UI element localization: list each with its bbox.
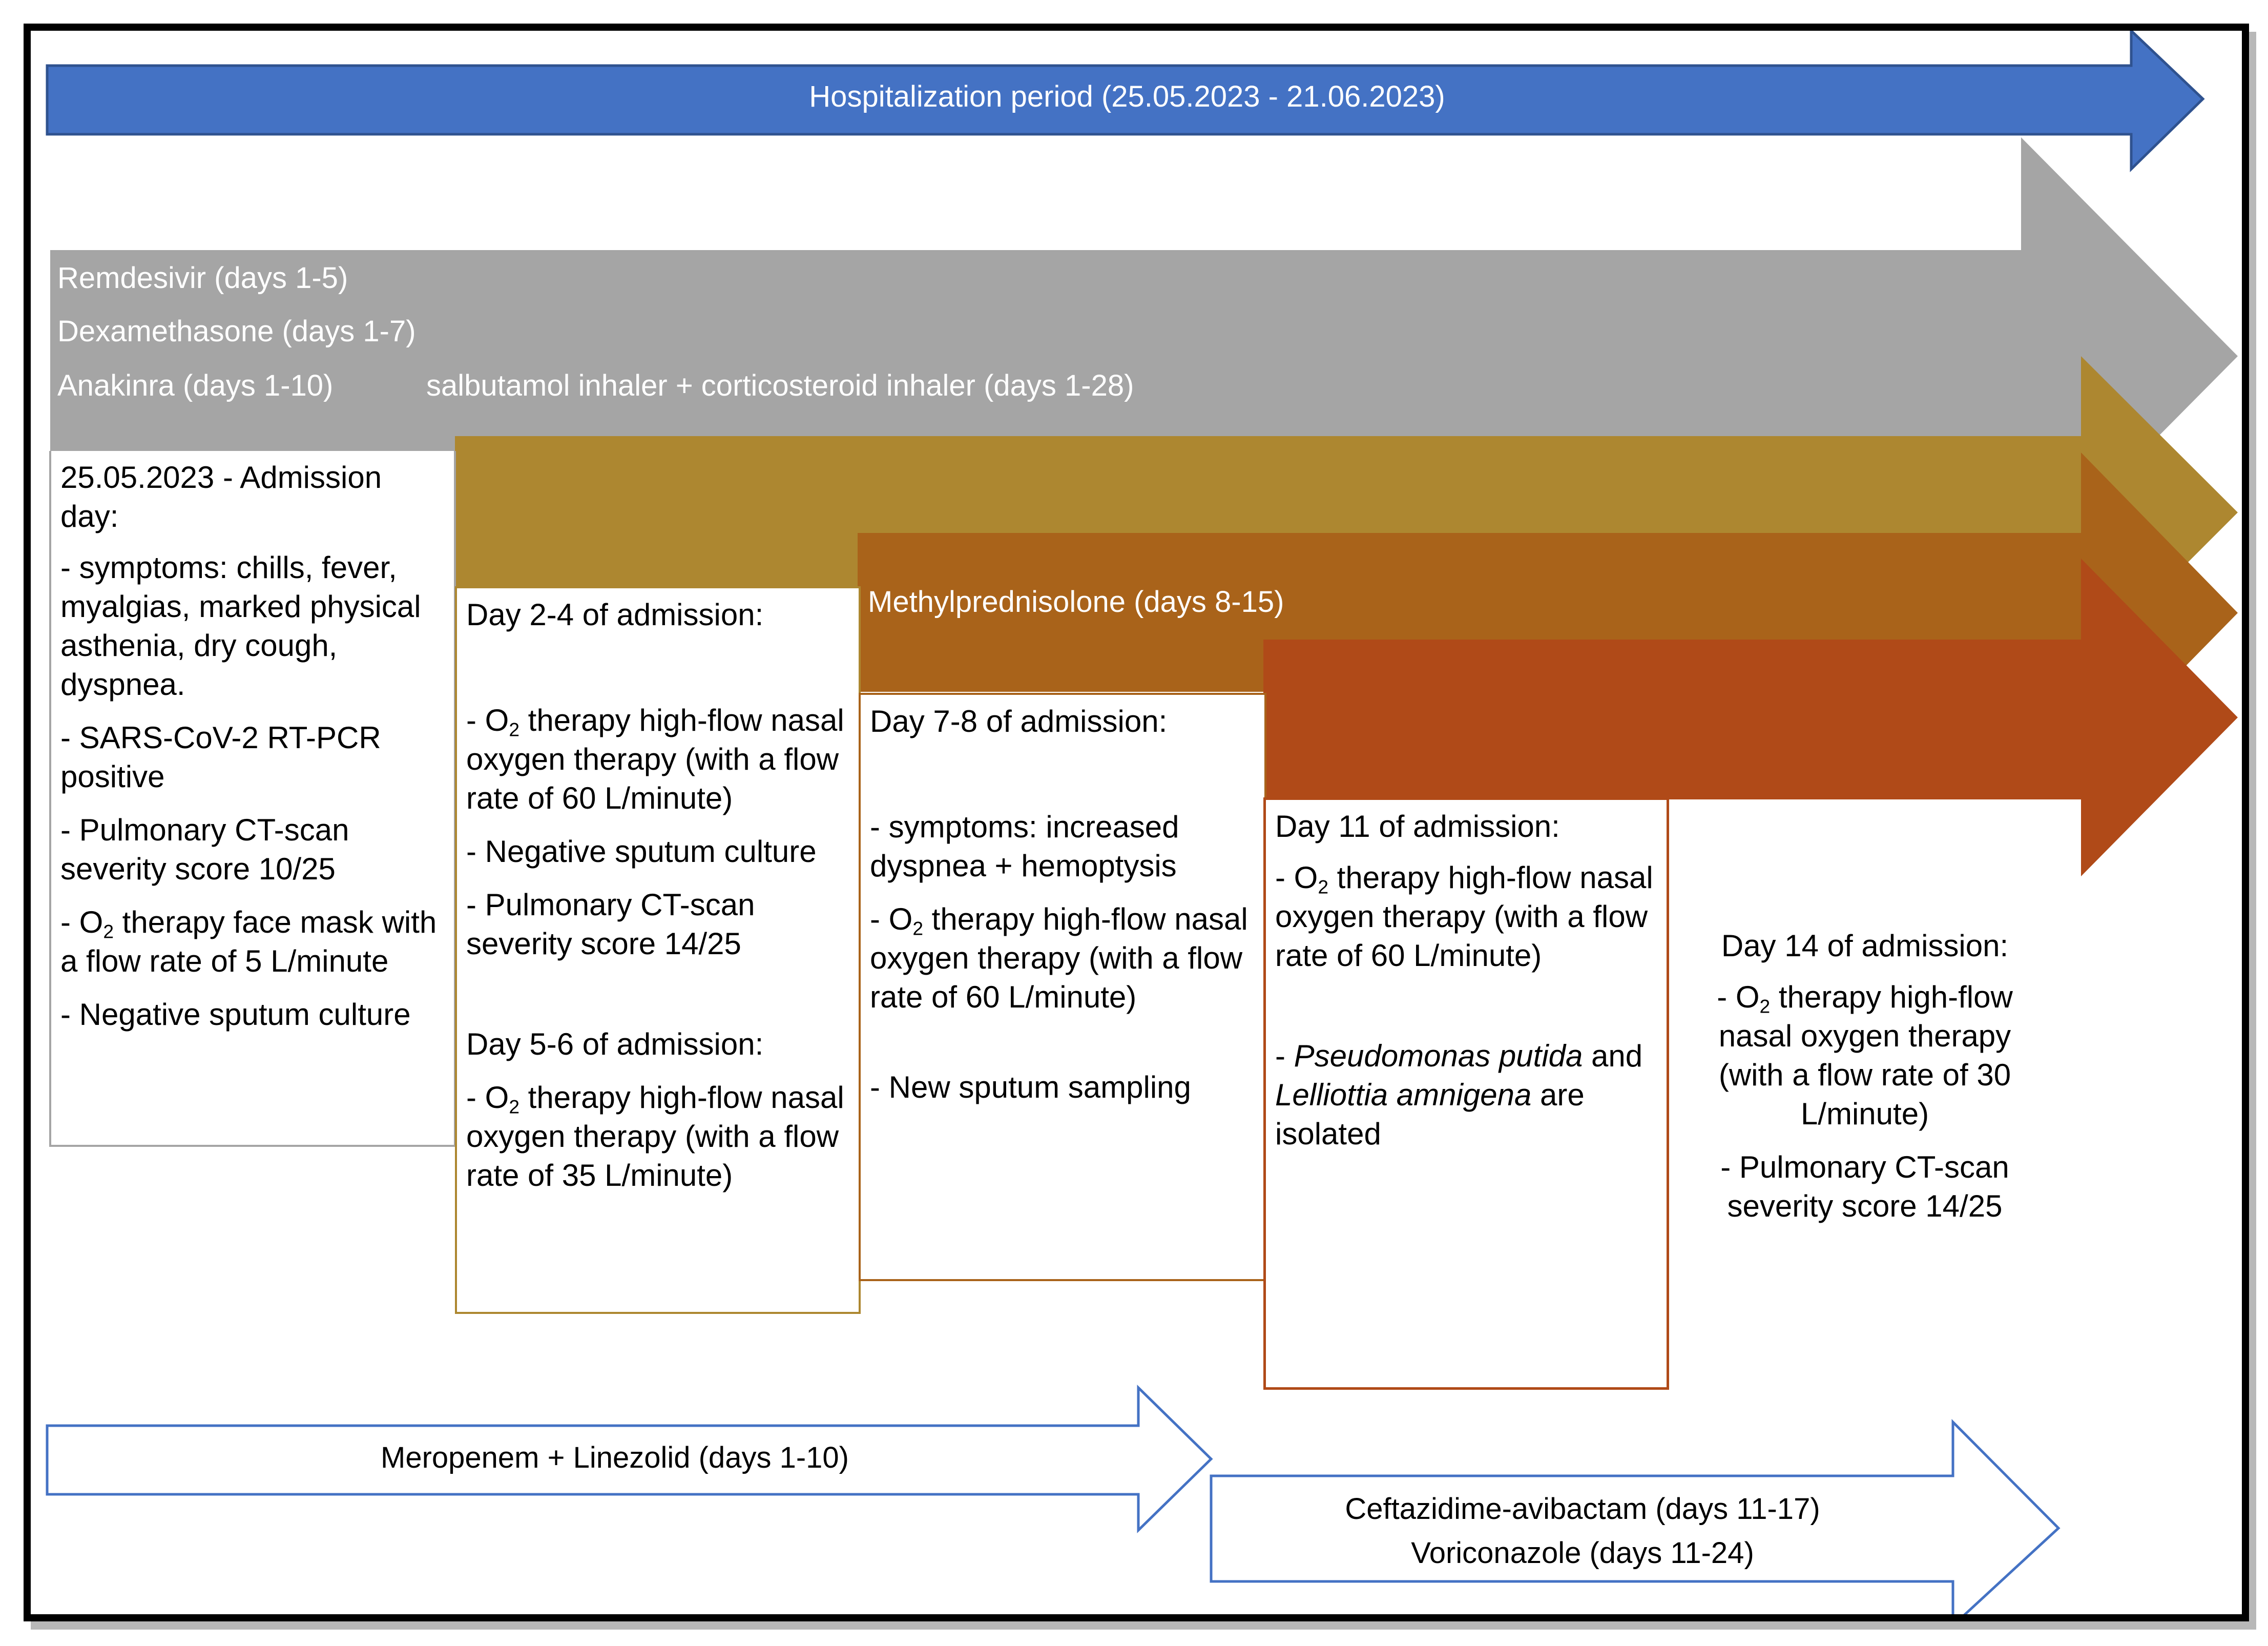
hospitalization-label: Hospitalization period (25.05.2023 - 21.… — [809, 80, 1445, 113]
methylprednisolone-label: Methylprednisolone (days 8-15) — [868, 585, 1284, 619]
day2-4-sputum: - Negative sputum culture — [466, 834, 817, 869]
admission-symptoms: - symptoms: chills, fever, myalgias, mar… — [60, 550, 421, 702]
day7-8-title: Day 7-8 of admission: — [870, 704, 1168, 738]
admission-sputum: - Negative sputum culture — [60, 997, 411, 1032]
day14-ct: - Pulmonary CT-scan severity score 14/25 — [1720, 1150, 2009, 1223]
admission-box: 25.05.2023 - Admission day: - symptoms: … — [49, 451, 456, 1147]
day2-4-title: Day 2-4 of admission: — [466, 598, 764, 632]
day14-title: Day 14 of admission: — [1721, 929, 2009, 963]
hospitalization-arrow — [46, 28, 2205, 172]
ceftazidime-label: Ceftazidime-avibactam (days 11-17) — [1345, 1492, 1820, 1526]
meropenem-arrow — [46, 1385, 1213, 1533]
day5-6-o2: - O2 therapy high-flow nasal oxygen ther… — [466, 1080, 844, 1192]
methylprednisolone-arrow — [858, 452, 2238, 773]
day2-4-box: Day 2-4 of admission: - O2 therapy high-… — [455, 586, 861, 1314]
admission-pcr: - SARS-CoV-2 RT-PCR positive — [60, 721, 381, 794]
anakinra-label: Anakinra (days 1-10) — [57, 369, 334, 402]
ceftazidime-arrow — [1210, 1418, 2061, 1629]
gold-arrow — [455, 356, 2238, 669]
day2-4-ct: - Pulmonary CT-scan severity score 14/25 — [466, 888, 755, 961]
dexamethasone-label: Dexamethasone (days 1-7) — [57, 315, 416, 348]
day7-8-symptoms: - symptoms: increased dyspnea + hemoptys… — [870, 810, 1179, 883]
inhaler-label: salbutamol inhaler + corticosteroid inha… — [426, 369, 1134, 402]
admission-title: 25.05.2023 - Admission day: — [60, 460, 382, 533]
day11-isolates: - Pseudomonas putida and Lelliottia amni… — [1275, 1039, 1643, 1151]
day11-o2: - O2 therapy high-flow nasal oxygen ther… — [1275, 860, 1653, 973]
rust-arrow — [1263, 559, 2238, 876]
day14-box: Day 14 of admission: - O2 therapy high-f… — [1686, 919, 2044, 1247]
admission-ct: - Pulmonary CT-scan severity score 10/25 — [60, 813, 349, 886]
day11-title: Day 11 of admission: — [1275, 809, 1560, 843]
voriconazole-label: Voriconazole (days 11-24) — [1411, 1536, 1754, 1570]
day5-6-title: Day 5-6 of admission: — [466, 1027, 764, 1061]
meropenem-label: Meropenem + Linezolid (days 1-10) — [381, 1441, 849, 1474]
day14-o2: - O2 therapy high-flow nasal oxygen ther… — [1717, 980, 2013, 1131]
admission-o2: - O2 therapy face mask with a flow rate … — [60, 905, 437, 978]
gray-drug-arrow — [50, 137, 2238, 575]
day7-8-o2: - O2 therapy high-flow nasal oxygen ther… — [870, 902, 1248, 1014]
day7-8-box: Day 7-8 of admission: - symptoms: increa… — [859, 693, 1266, 1281]
remdesivir-label: Remdesivir (days 1-5) — [57, 261, 348, 295]
day7-8-sputum: - New sputum sampling — [870, 1070, 1191, 1104]
day2-4-o2: - O2 therapy high-flow nasal oxygen ther… — [466, 703, 844, 815]
day11-box: Day 11 of admission: - O2 therapy high-f… — [1263, 797, 1669, 1390]
